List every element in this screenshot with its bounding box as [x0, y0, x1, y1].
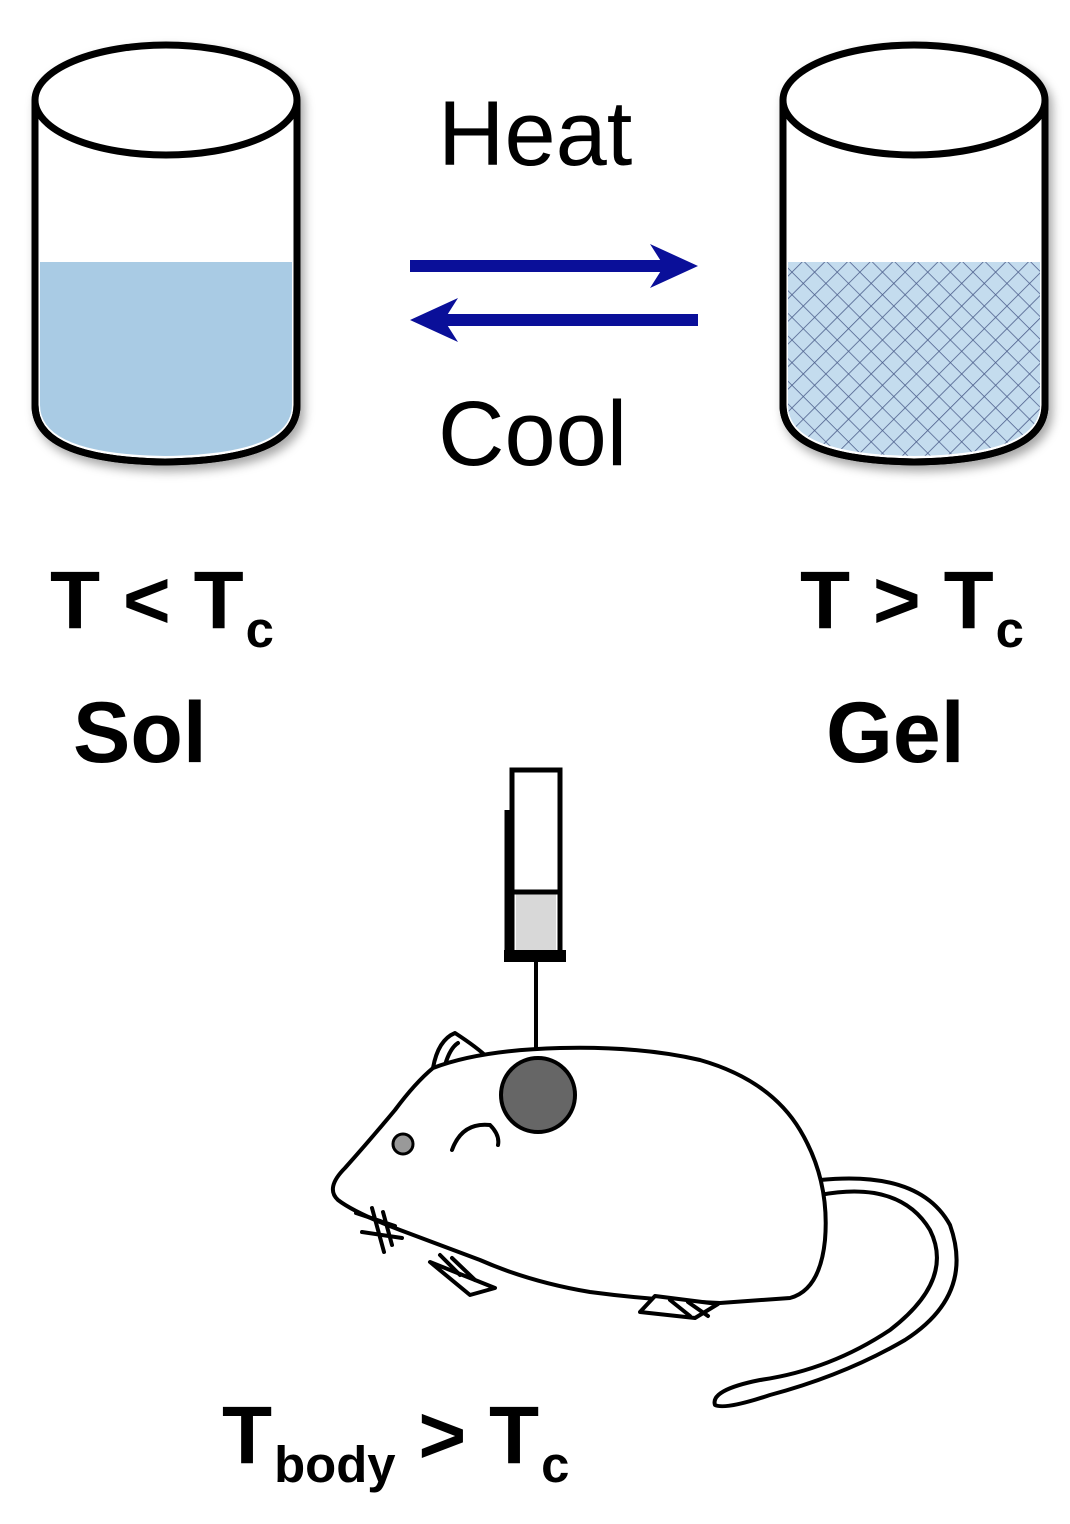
gel-phase-label: Gel [826, 685, 965, 781]
body-condition-ref-sub: c [541, 1436, 570, 1494]
sol-liquid [40, 262, 292, 456]
gel-beaker-rim [779, 41, 1049, 159]
gel-condition-operator: > [872, 555, 921, 646]
gel-beaker [779, 41, 1049, 466]
sol-beaker [31, 41, 301, 466]
sol-condition-operator: < [122, 555, 171, 646]
gel-condition-ref: T [943, 555, 994, 646]
cool-label: Cool [438, 383, 628, 485]
sol-condition-ref-sub: c [245, 601, 274, 659]
body-condition-operator: > [418, 1390, 467, 1481]
syringe-contents [516, 893, 556, 951]
syringe [504, 767, 566, 1048]
heat-arrow [410, 244, 698, 288]
equilibrium-arrows [410, 244, 698, 342]
sol-beaker-rim [31, 41, 301, 159]
heat-label: Heat [438, 83, 633, 185]
sol-condition-var: T [50, 555, 101, 646]
mouse-eye [391, 1132, 415, 1156]
gel-mesh [788, 262, 1040, 456]
body-condition-ref: T [489, 1390, 540, 1481]
body-condition-var: T [222, 1390, 273, 1481]
body-condition: Tbody > Tc [222, 1395, 569, 1491]
gel-condition: T > Tc [800, 560, 1024, 656]
mouse-body [330, 1045, 828, 1305]
mouse-front-paw [428, 1260, 497, 1297]
tumor [499, 1056, 577, 1134]
gel-condition-ref-sub: c [995, 601, 1024, 659]
sol-condition: T < Tc [50, 560, 274, 656]
cool-arrow [410, 298, 698, 342]
mouse-whiskers [354, 1206, 404, 1254]
body-condition-var-sub: body [274, 1436, 396, 1494]
mouse [330, 1031, 959, 1409]
mouse-tail [712, 1176, 959, 1409]
sol-phase-label: Sol [73, 685, 207, 781]
mouse-cheek [450, 1122, 501, 1152]
sol-condition-ref: T [193, 555, 244, 646]
gel-condition-var: T [800, 555, 851, 646]
